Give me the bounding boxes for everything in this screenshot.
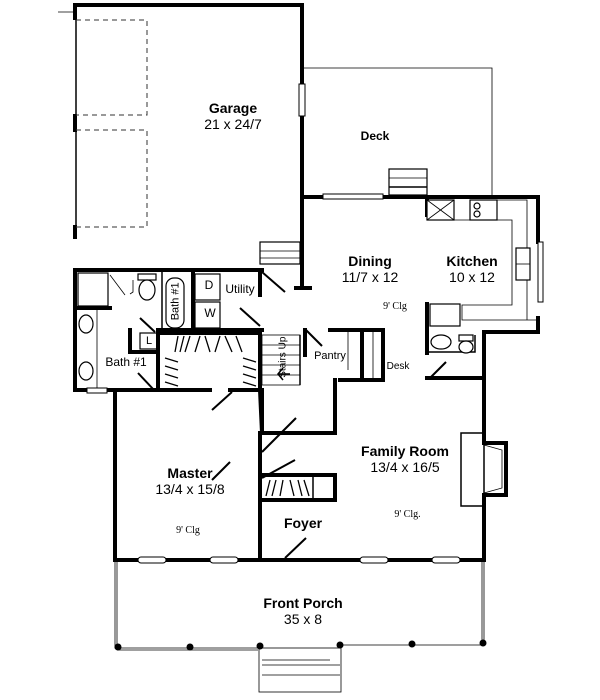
dining-name: Dining: [348, 253, 392, 269]
utility-label: Utility: [225, 282, 255, 296]
stairs: [259, 241, 337, 435]
deck-label: Deck: [345, 129, 405, 144]
master-ceiling-note: 9' Clg: [176, 525, 200, 536]
walk-in-closet: [158, 331, 262, 411]
family-ceiling-note: 9' Clg.: [394, 509, 421, 520]
dining-ceiling-note: 9' Clg: [383, 301, 407, 312]
family-room-name: Family Room: [361, 443, 449, 459]
pantry-desk: [328, 328, 385, 382]
master-label: Master 13/4 x 15/8: [140, 465, 240, 497]
garage-name: Garage: [208, 100, 258, 116]
garage-dims: 21 x 24/7: [204, 116, 262, 133]
stairs-direction: Up: [277, 336, 289, 350]
porch-name: Front Porch: [263, 595, 343, 611]
stairs-label: Stairs Up: [277, 336, 289, 378]
foyer-label: Foyer: [283, 515, 323, 531]
pantry-label: Pantry: [314, 350, 346, 362]
front-windows: [137, 556, 461, 564]
garage-door-outlines: [76, 19, 148, 228]
garage-label: Garage 21 x 24/7: [183, 100, 283, 132]
master-name: Master: [167, 465, 213, 481]
garage-walls: [58, 3, 306, 239]
kitchen-fixtures: [425, 195, 538, 334]
bath-utility-block: [73, 268, 286, 394]
kitchen-label: Kitchen 10 x 12: [432, 253, 512, 285]
family-room-label: Family Room 13/4 x 16/5: [350, 443, 460, 475]
front-porch: [114, 562, 487, 693]
interior-walls: [113, 387, 337, 562]
linen-label: L: [145, 335, 153, 347]
stairs-name: Stairs: [277, 352, 289, 378]
master-bath-label: Bath #1: [105, 355, 147, 369]
dining-dims: 11/7 x 12: [341, 269, 399, 286]
kitchen-name: Kitchen: [446, 253, 498, 269]
desk-label: Desk: [386, 361, 410, 372]
porch-dims: 35 x 8: [283, 611, 323, 628]
family-room-dims: 13/4 x 16/5: [370, 459, 440, 476]
porch-label: Front Porch 35 x 8: [248, 595, 358, 627]
kitchen-dims: 10 x 12: [449, 269, 495, 286]
dryer-label: D: [204, 278, 214, 292]
washer-label: W: [204, 306, 216, 320]
half-bath: [425, 330, 486, 380]
tub-bath-label: Bath #1: [169, 282, 182, 321]
dining-label: Dining 11/7 x 12: [325, 253, 415, 285]
fireplace: [460, 432, 508, 507]
master-dims: 13/4 x 15/8: [155, 481, 225, 498]
deck-name: Deck: [360, 129, 390, 143]
